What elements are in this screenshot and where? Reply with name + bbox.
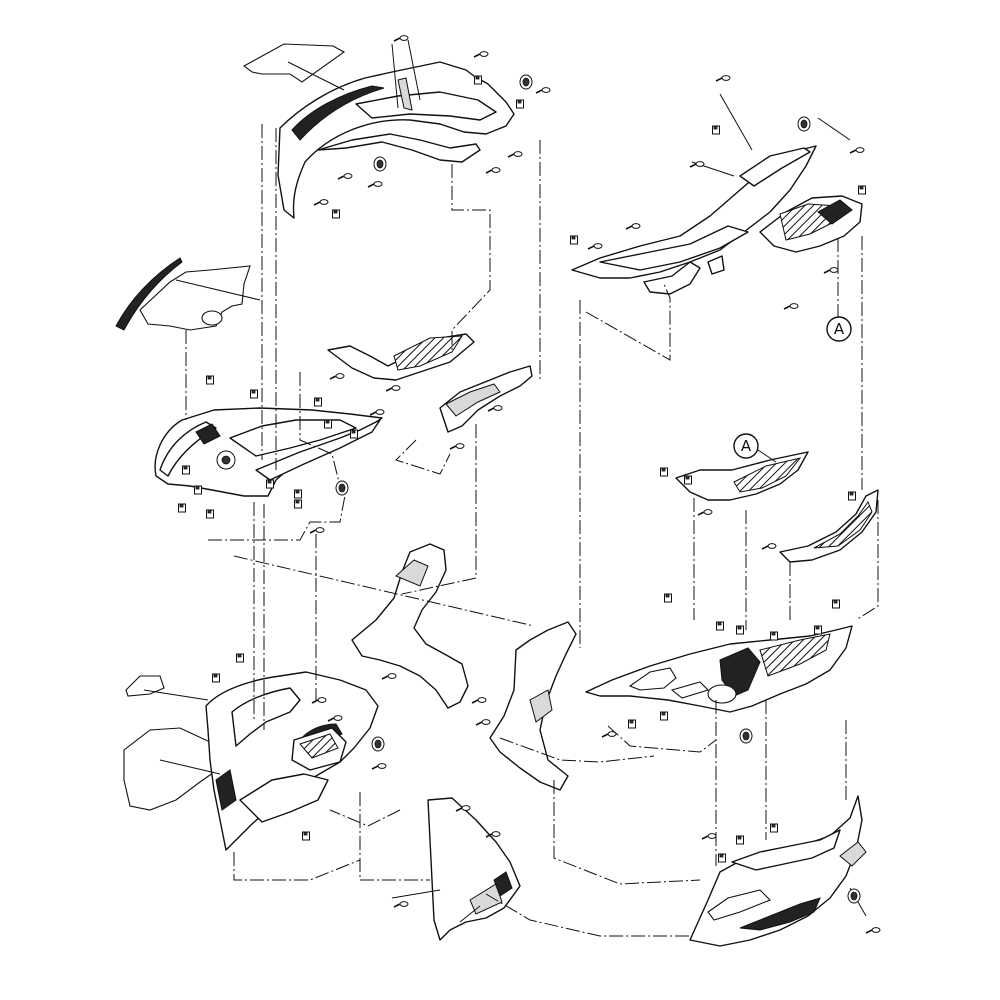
screw-icon: [393, 900, 409, 908]
clip-nut-icon: [182, 465, 190, 475]
screw-icon: [715, 74, 731, 82]
screw-icon: [507, 150, 523, 158]
screw-icon: [823, 266, 839, 274]
clip-nut-icon: [206, 375, 214, 385]
left-inner-cowl-part: [115, 257, 251, 331]
clip-nut-icon: [716, 621, 724, 631]
left-duct-piece: [327, 333, 533, 433]
center-lower-panel: [427, 797, 521, 941]
clip-nut-icon: [832, 599, 840, 609]
clip-nut-icon: [516, 99, 524, 109]
screw-icon: [309, 526, 325, 534]
callout-A-upper: A: [826, 316, 852, 342]
clip-nut-icon: [314, 397, 322, 407]
clip-nut-icon: [294, 499, 302, 509]
clip-nut-icon: [332, 209, 340, 219]
grommet-icon: [519, 74, 533, 90]
grommet-icon: [371, 736, 385, 752]
screw-icon: [697, 508, 713, 516]
clip-nut-icon: [570, 235, 578, 245]
grommet-icon: [335, 480, 349, 496]
grommet-icon: [797, 116, 811, 132]
screw-icon: [587, 242, 603, 250]
clip-nut-icon: [178, 503, 186, 513]
callout-A-upper-label: A: [834, 320, 845, 338]
center-bracket-part: [351, 543, 469, 709]
screw-icon: [865, 926, 881, 934]
clip-nut-icon: [206, 509, 214, 519]
callout-A-lower-label: A: [741, 437, 752, 455]
grommet-icon: [739, 728, 753, 744]
callout-A-lower: A: [733, 433, 777, 463]
leader-lines: [143, 61, 867, 923]
screw-icon: [475, 718, 491, 726]
clip-nut-icon: [266, 479, 274, 489]
clip-nut-icon: [660, 467, 668, 477]
screw-icon: [381, 672, 397, 680]
screw-icon: [487, 404, 503, 412]
right-middle-cowl-part: [585, 625, 853, 713]
clip-nut-icon: [194, 485, 202, 495]
assembly-lines: [185, 124, 879, 937]
clip-nut-icon: [848, 491, 856, 501]
clip-nut-icon: [718, 853, 726, 863]
screw-icon: [625, 222, 641, 230]
clip-nut-icon: [684, 475, 692, 485]
clip-nut-icon: [236, 653, 244, 663]
clip-nut-icon: [712, 125, 720, 135]
clip-nut-icon: [664, 593, 672, 603]
grommet-icon: [847, 888, 861, 904]
screw-icon: [473, 50, 489, 58]
screw-icon: [783, 302, 799, 310]
screw-icon: [337, 172, 353, 180]
clip-nut-icon: [736, 835, 744, 845]
screw-icon: [485, 166, 501, 174]
clip-nut-icon: [294, 489, 302, 499]
front-inner-panel: [154, 407, 383, 497]
clip-nut-icon: [302, 831, 310, 841]
screw-icon: [535, 86, 551, 94]
grommet-icon: [373, 156, 387, 172]
right-side-duct-A: [675, 451, 879, 563]
screw-icon: [849, 146, 865, 154]
screw-icon: [329, 372, 345, 380]
clip-nut-icon: [770, 631, 778, 641]
clip-nut-icon: [660, 711, 668, 721]
right-lower-panel-inner: [489, 621, 577, 791]
clip-nut-icon: [350, 429, 358, 439]
screw-icon: [393, 34, 409, 42]
clip-nut-icon: [858, 185, 866, 195]
clip-nut-icon: [324, 419, 332, 429]
screw-icon: [701, 832, 717, 840]
clip-nut-icon: [474, 75, 482, 85]
clip-nut-icon: [814, 625, 822, 635]
clip-nut-icon: [770, 823, 778, 833]
screw-icon: [369, 408, 385, 416]
screw-icon: [449, 442, 465, 450]
screw-icon: [471, 696, 487, 704]
screw-icon: [313, 198, 329, 206]
screw-icon: [371, 762, 387, 770]
screw-icon: [367, 180, 383, 188]
clip-nut-icon: [212, 673, 220, 683]
screw-icon: [601, 730, 617, 738]
clip-nut-icon: [736, 625, 744, 635]
screw-icon: [761, 542, 777, 550]
upper-cowl-left-part: [242, 39, 515, 219]
clip-nut-icon: [628, 719, 636, 729]
clip-nut-icon: [250, 389, 258, 399]
right-upper-cowl-part: [571, 145, 863, 295]
right-lower-cowl-part: [689, 795, 867, 947]
screw-icon: [385, 384, 401, 392]
